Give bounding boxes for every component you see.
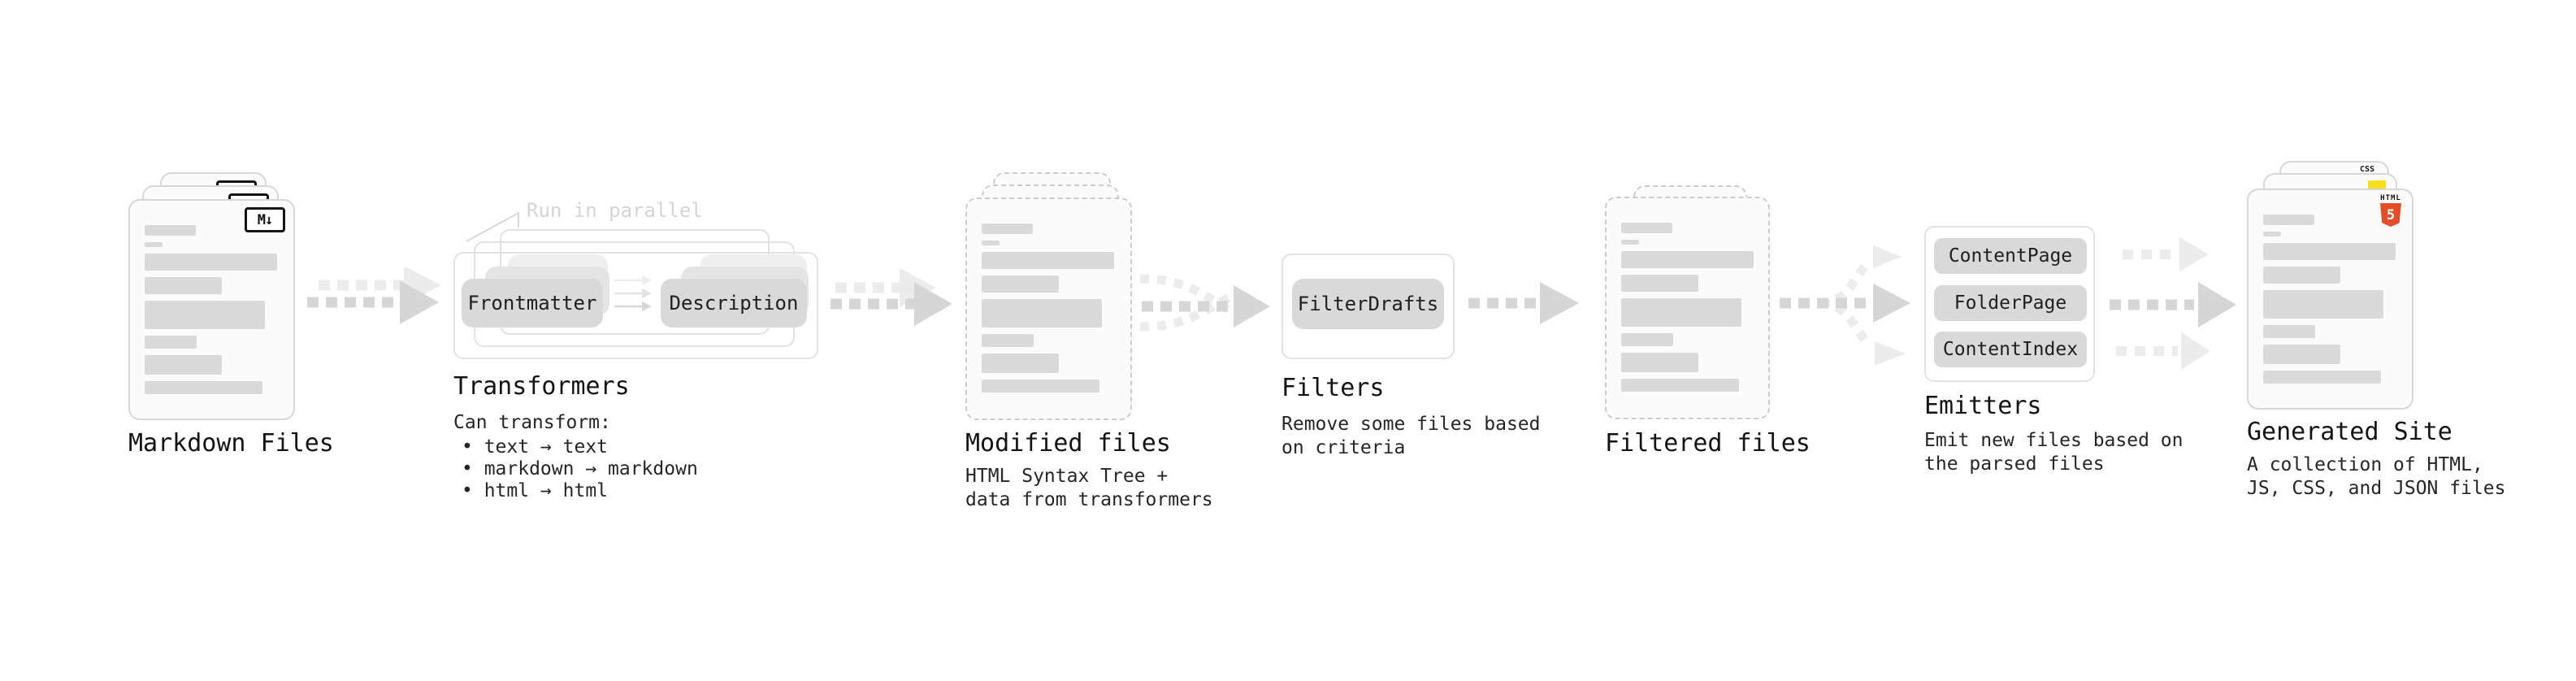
frontmatter-pill: Frontmatter xyxy=(462,279,603,327)
arrow-transformers-to-modified xyxy=(830,268,952,326)
skeleton-bar xyxy=(145,225,196,236)
skeleton-bar xyxy=(1621,251,1754,268)
transformers-label: Transformers xyxy=(453,372,630,401)
filter-drafts-pill: FilterDrafts xyxy=(1292,279,1444,329)
document-skeleton xyxy=(2249,190,2412,384)
content-index-pill: ContentIndex xyxy=(1934,332,2087,367)
document-skeleton xyxy=(1607,198,1768,392)
skeleton-bar xyxy=(982,252,1114,269)
document-skeleton xyxy=(130,201,293,394)
arrow-modified-to-filters xyxy=(1139,274,1270,332)
skeleton-bar xyxy=(982,354,1059,373)
skeleton-bar xyxy=(982,334,1034,347)
transformers-bullet: • text → text xyxy=(462,436,609,458)
content-page-pill: ContentPage xyxy=(1934,238,2087,274)
js-file-icon xyxy=(2368,180,2386,190)
skeleton-bar xyxy=(1621,275,1698,292)
arrow-filtered-to-emitters xyxy=(1780,245,1910,366)
html5-icon: HTML 5 xyxy=(2379,194,2402,227)
skeleton-bar xyxy=(145,277,222,294)
emitters-description: Emit new files based on the parsed files xyxy=(1924,430,2184,475)
description-pill: Description xyxy=(661,279,807,327)
skeleton-bar xyxy=(1621,298,1741,327)
markdown-files-label: Markdown Files xyxy=(128,429,334,458)
skeleton-bar xyxy=(145,242,163,247)
markdown-icon: M↓ xyxy=(245,207,285,232)
modified-files-description: HTML Syntax Tree + data from transformer… xyxy=(965,466,1213,510)
skeleton-bar xyxy=(1621,379,1739,392)
skeleton-bar xyxy=(2263,267,2340,284)
skeleton-bar xyxy=(2263,215,2314,225)
skeleton-bar xyxy=(982,241,1000,245)
skeleton-bar xyxy=(2263,232,2281,236)
skeleton-bar xyxy=(2263,243,2396,260)
document-skeleton xyxy=(967,199,1130,393)
skeleton-bar xyxy=(1621,333,1673,346)
modified-file-card-front xyxy=(965,197,1132,420)
skeleton-bar xyxy=(1621,240,1639,245)
folder-page-pill: FolderPage xyxy=(1934,285,2087,321)
skeleton-bar xyxy=(982,275,1059,293)
skeleton-bar xyxy=(145,336,197,349)
run-in-parallel-note: Run in parallel xyxy=(527,199,703,222)
filtered-file-card-front xyxy=(1605,197,1770,419)
skeleton-bar xyxy=(1621,353,1698,372)
skeleton-bar xyxy=(2263,371,2381,384)
transformers-bullet: • markdown → markdown xyxy=(462,458,698,479)
skeleton-bar xyxy=(982,299,1102,327)
filtered-files-label: Filtered files xyxy=(1605,429,1811,458)
transformers-bullet: • html → html xyxy=(462,480,609,501)
arrow-filters-to-filtered xyxy=(1468,282,1579,324)
emitters-label: Emitters xyxy=(1924,392,2042,420)
generated-site-label: Generated Site xyxy=(2247,418,2452,446)
skeleton-bar xyxy=(145,355,222,375)
skeleton-bar xyxy=(145,381,262,394)
skeleton-bar xyxy=(145,301,265,329)
skeleton-bar xyxy=(2263,325,2315,338)
run-in-parallel-leader-line xyxy=(466,211,519,242)
filters-description: Remove some files based on criteria xyxy=(1281,414,1541,458)
arrow-markdown-to-transformers xyxy=(307,266,441,324)
modified-files-label: Modified files xyxy=(965,429,1171,458)
transformers-description: Can transform: xyxy=(453,412,611,433)
transformer-frame-front xyxy=(453,252,818,359)
generated-site-description: A collection of HTML, JS, CSS, and JSON … xyxy=(2247,454,2506,499)
arrow-emitters-to-generated xyxy=(2110,237,2236,370)
skeleton-bar xyxy=(982,380,1099,393)
skeleton-bar xyxy=(145,254,277,271)
skeleton-bar xyxy=(2263,345,2340,364)
transformer-pill-arrows xyxy=(614,275,652,311)
skeleton-bar xyxy=(1621,223,1672,233)
markdown-file-card-front: M↓ xyxy=(128,199,295,420)
generated-site-card-front: HTML 5 xyxy=(2247,189,2413,410)
skeleton-bar xyxy=(982,223,1033,234)
filters-label: Filters xyxy=(1281,374,1385,402)
skeleton-bar xyxy=(2263,290,2383,319)
